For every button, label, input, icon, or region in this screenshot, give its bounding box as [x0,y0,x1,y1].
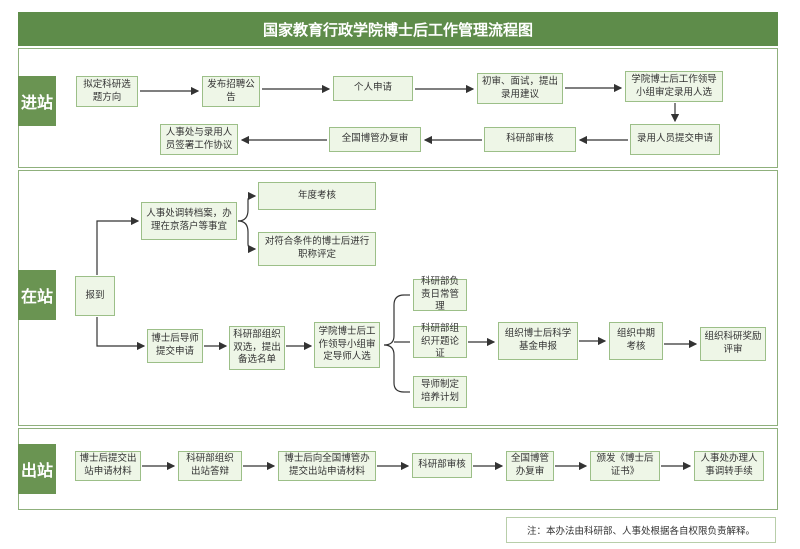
flowchart-title: 国家教育行政学院博士后工作管理流程图 [18,12,778,46]
node-proposal-review: 科研部组织开题论证 [413,323,467,359]
node-national-recheck: 全国博管办复审 [329,127,421,152]
node-shortlist: 科研部组织双选，提出备选名单 [229,326,285,370]
node-exit-national-recheck: 全国博管办复审 [506,451,554,481]
node-personal-apply: 个人申请 [333,76,413,101]
node-exit-submit-national: 博士后向全国博管办提交出站申请材料 [278,451,376,481]
node-research-review: 科研部审核 [484,127,576,152]
node-sign-agreement: 人事处与录用人员签署工作协议 [160,124,238,155]
node-submit-application: 录用人员提交申请 [630,124,720,155]
node-research-award: 组织科研奖励评审 [700,327,766,361]
node-title-evaluation: 对符合条件的博士后进行职称评定 [258,232,376,266]
node-report: 报到 [75,276,115,316]
node-mentor-apply: 博士后导师提交申请 [147,329,203,363]
node-training-plan: 导师制定培养计划 [413,376,467,408]
node-exit-defense: 科研部组织出站答辩 [178,451,242,481]
node-draft-topic: 拟定科研选题方向 [76,76,138,107]
section-label-in-station: 在站 [18,270,56,320]
node-midterm-review: 组织中期考核 [609,322,663,360]
node-issue-certificate: 颁发《博士后证书》 [590,451,660,481]
node-exit-apply: 博士后提交出站申请材料 [75,451,141,481]
section-label-entry: 进站 [18,76,56,126]
node-approve-mentor: 学院博士后工作领导小组审定导师人选 [314,322,380,368]
node-fund-application: 组织博士后科学基金申报 [498,322,578,360]
node-publish-recruit: 发布招聘公告 [202,76,260,107]
node-archive-transfer: 人事处调转档案，办理在京落户等事宜 [141,202,237,240]
footnote: 注：本办法由科研部、人事处根据各自权限负责解释。 [506,517,776,543]
node-preliminary-review: 初审、面试，提出录用建议 [477,73,563,104]
node-daily-management: 科研部负责日常管理 [413,276,467,312]
node-annual-review: 年度考核 [258,182,376,210]
section-label-exit: 出站 [18,444,56,494]
node-personnel-transfer: 人事处办理人事调转手续 [694,451,764,481]
section-in-station [18,170,778,426]
node-leadership-approve: 学院博士后工作领导小组审定录用人选 [625,71,723,102]
node-exit-research-review: 科研部审核 [412,453,472,478]
